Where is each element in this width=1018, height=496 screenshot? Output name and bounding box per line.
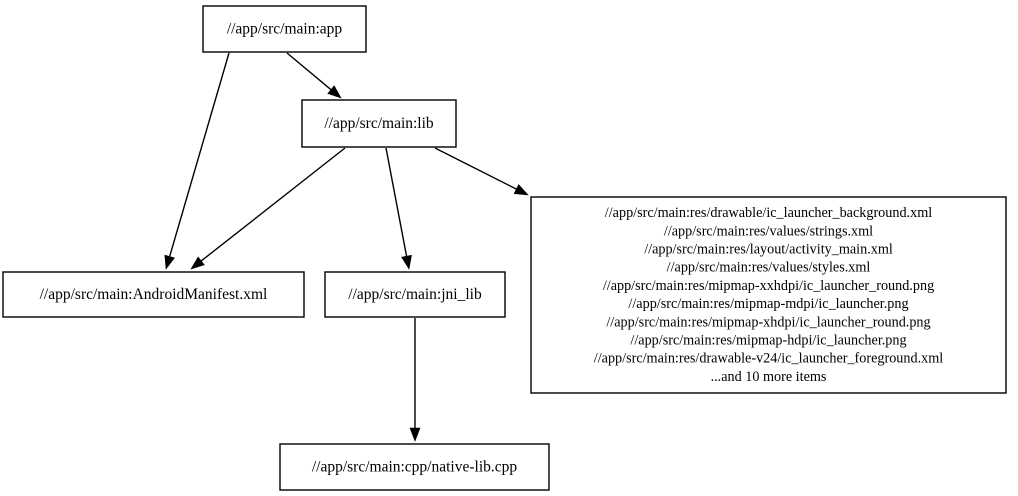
node-androidmanifest-box[interactable]: [2, 271, 305, 318]
node-jni-lib[interactable]: //app/src/main:jni_lib: [324, 271, 506, 318]
node-resources-group-line-9: ...and 10 more items: [711, 369, 827, 385]
node-resources-group[interactable]: //app/src/main:res/drawable/ic_launcher_…: [530, 196, 1007, 394]
edge-jni-lib-to-native-lib-cpp: [409, 318, 421, 442]
node-resources-group-line-4: //app/src/main:res/mipmap-xxhdpi/ic_laun…: [603, 278, 934, 294]
node-resources-group-line-0: //app/src/main:res/drawable/ic_launcher_…: [605, 205, 932, 221]
edge-app-to-lib-line: [286, 52, 332, 91]
node-jni-lib-label: //app/src/main:jni_lib: [348, 286, 482, 303]
nodes-layer: //app/src/main:app //app/src/main:lib //ap…: [2, 5, 1007, 491]
node-app-box[interactable]: [202, 5, 367, 53]
node-resources-group-line-8: //app/src/main:res/drawable-v24/ic_launc…: [594, 351, 944, 367]
node-app[interactable]: //app/src/main:app: [202, 5, 367, 53]
edge-lib-to-androidmanifest-line: [200, 147, 346, 262]
node-androidmanifest-label: //app/src/main:AndroidManifest.xml: [40, 286, 268, 303]
edge-jni-lib-to-native-lib-cpp-arrowhead-icon: [409, 427, 421, 442]
edge-app-to-lib: [286, 52, 342, 99]
edge-app-to-androidmanifest-line: [168, 52, 230, 257]
node-resources-group-line-1: //app/src/main:res/values/strings.xml: [664, 223, 873, 239]
node-native-lib-cpp-label: //app/src/main:cpp/native-lib.cpp: [312, 459, 518, 476]
node-resources-group-line-6: //app/src/main:res/mipmap-xhdpi/ic_launc…: [606, 314, 930, 330]
edge-lib-to-androidmanifest-arrowhead-icon: [190, 256, 205, 270]
edge-lib-to-resources-group-line: [434, 147, 517, 190]
node-lib-box[interactable]: [301, 99, 457, 148]
edge-lib-to-jni-lib: [385, 147, 412, 270]
edge-lib-to-resources-group-arrowhead-icon: [513, 184, 529, 196]
node-resources-group-line-5: //app/src/main:res/mipmap-mdpi/ic_launch…: [628, 296, 908, 312]
node-native-lib-cpp[interactable]: //app/src/main:cpp/native-lib.cpp: [279, 443, 550, 491]
edge-lib-to-androidmanifest: [190, 147, 346, 270]
node-lib[interactable]: //app/src/main:lib: [301, 99, 457, 148]
edge-lib-to-resources-group: [434, 147, 529, 196]
node-resources-group-line-2: //app/src/main:res/layout/activity_main.…: [644, 242, 893, 258]
edge-app-to-lib-arrowhead-icon: [327, 85, 342, 99]
node-resources-group-line-7: //app/src/main:res/mipmap-hdpi/ic_launch…: [630, 333, 906, 349]
edge-lib-to-jni-lib-line: [385, 147, 408, 257]
node-jni-lib-box[interactable]: [324, 271, 506, 318]
node-app-label: //app/src/main:app: [227, 21, 343, 38]
edge-lib-to-jni-lib-arrowhead-icon: [401, 254, 412, 270]
node-lib-label: //app/src/main:lib: [324, 115, 434, 132]
node-native-lib-cpp-box[interactable]: [279, 443, 550, 491]
edge-app-to-androidmanifest: [164, 52, 230, 270]
node-resources-group-line-3: //app/src/main:res/values/styles.xml: [667, 260, 871, 276]
edge-app-to-androidmanifest-arrowhead-icon: [164, 254, 175, 270]
node-resources-group-box[interactable]: [530, 196, 1007, 394]
node-androidmanifest[interactable]: //app/src/main:AndroidManifest.xml: [2, 271, 305, 318]
edges-layer: [164, 52, 529, 442]
